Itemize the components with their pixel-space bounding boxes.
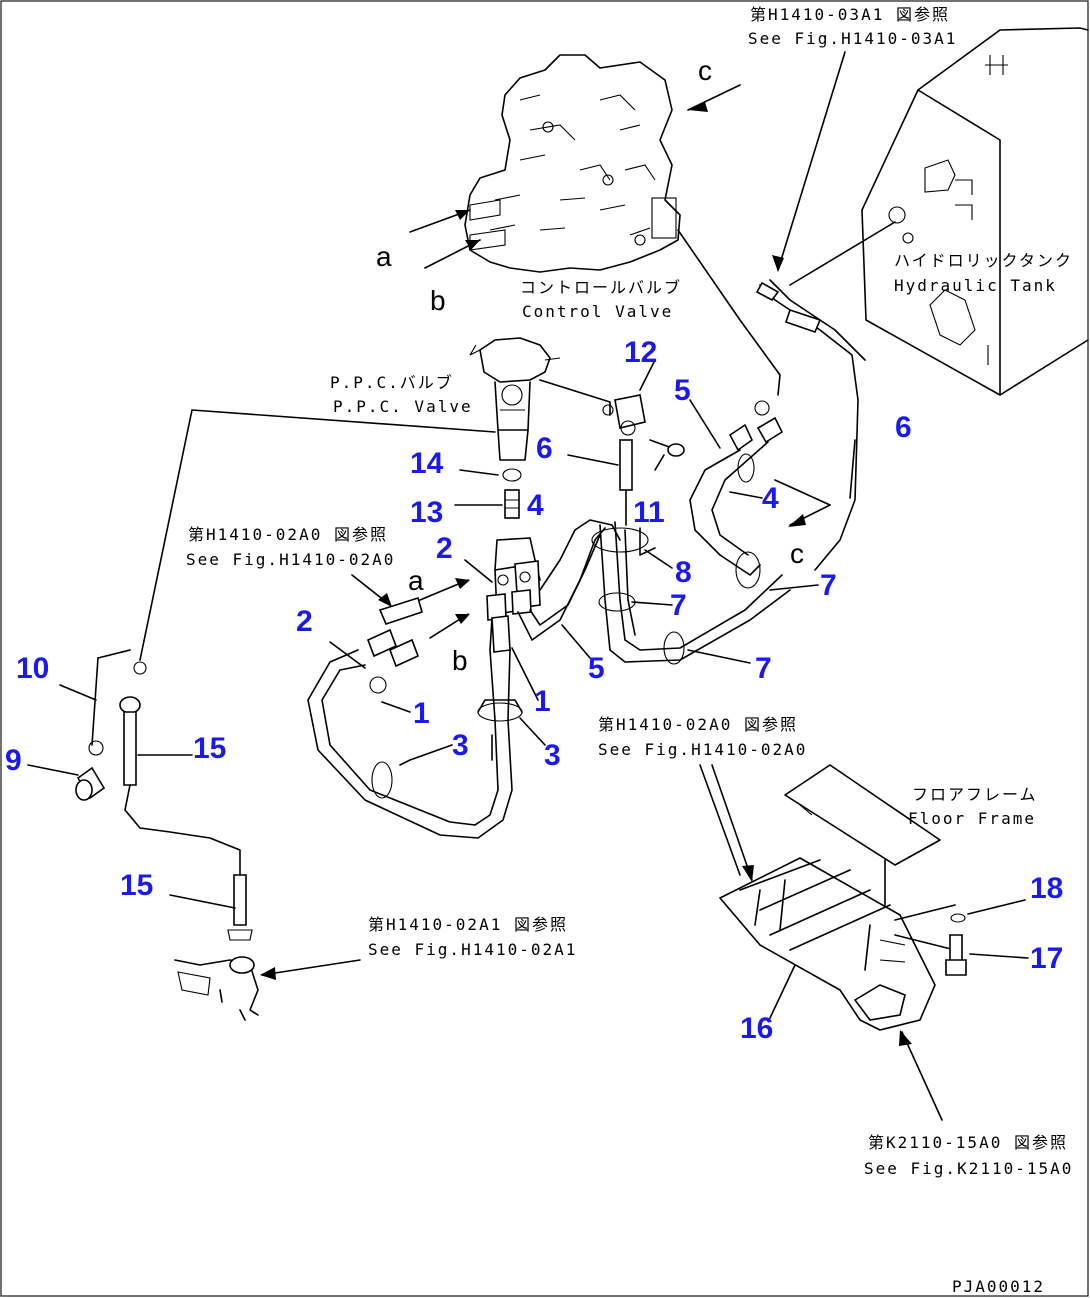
control-valve-body bbox=[464, 54, 681, 273]
hydraulic-tank bbox=[789, 27, 1089, 396]
hose-5-middle bbox=[517, 527, 606, 641]
callout-12: 12 bbox=[624, 336, 657, 369]
bolt-17 bbox=[945, 934, 967, 976]
hose-6-mid bbox=[619, 439, 633, 526]
port-arrows-ab bbox=[409, 84, 741, 269]
callout-8: 8 bbox=[675, 556, 692, 589]
callout-5-top: 5 bbox=[674, 374, 691, 407]
control-valve-label-jp: コントロールバルブ bbox=[520, 278, 682, 297]
callout-2-left: 2 bbox=[296, 605, 313, 638]
callout-14: 14 bbox=[410, 447, 444, 480]
floor-frame bbox=[784, 764, 941, 906]
clamp-3-right bbox=[477, 699, 523, 761]
fitting-13 bbox=[504, 489, 520, 519]
callout-6-right: 6 bbox=[895, 411, 912, 444]
callout-7-c: 7 bbox=[820, 569, 837, 602]
letter-b-top: b bbox=[430, 285, 446, 316]
callout-18: 18 bbox=[1030, 872, 1063, 905]
ref-bottom-right-leader bbox=[901, 1031, 943, 1121]
ref-bottom-left-en: See Fig.H1410-02A1 bbox=[368, 940, 577, 959]
callout-17: 17 bbox=[1030, 942, 1063, 975]
bracket-12 bbox=[539, 379, 646, 436]
tank-label-en: Hydraulic Tank bbox=[894, 276, 1057, 295]
callout-3-left: 3 bbox=[452, 729, 469, 762]
letter-a-top: a bbox=[376, 241, 392, 272]
ref-bottom-right-jp: 第K2110-15A0 図参照 bbox=[868, 1133, 1068, 1152]
callout-1-right: 1 bbox=[534, 685, 551, 718]
fitting-bottom-left bbox=[174, 956, 259, 1021]
callout-13: 13 bbox=[410, 496, 443, 529]
hose-4 bbox=[539, 519, 621, 591]
control-valve-label-en: Control Valve bbox=[522, 302, 673, 321]
letter-c-lower: c bbox=[790, 538, 804, 569]
bolt-11 bbox=[649, 439, 685, 457]
o-ring-14 bbox=[502, 468, 522, 482]
callout-4-right: 4 bbox=[762, 482, 779, 515]
callout-4-mid: 4 bbox=[527, 489, 544, 522]
bracket-10 bbox=[88, 649, 147, 756]
ppc-label-jp: P.P.C.バルブ bbox=[330, 373, 454, 392]
hose-15 bbox=[119, 696, 253, 941]
callout-10: 10 bbox=[16, 652, 49, 685]
callout-7-b: 7 bbox=[755, 652, 772, 685]
ppc-valve bbox=[469, 337, 561, 461]
cylinder-16 bbox=[719, 857, 956, 1031]
ref-mid-en: See Fig.H1410-02A0 bbox=[598, 740, 807, 759]
ref-bottom-left-jp: 第H1410-02A1 図参照 bbox=[368, 915, 568, 934]
fitting-block-2 bbox=[486, 537, 541, 621]
callout-3-right: 3 bbox=[544, 739, 561, 772]
ppc-label-en: P.P.C. Valve bbox=[333, 397, 473, 416]
callout-5-bottom: 5 bbox=[588, 652, 605, 685]
callout-7-a: 7 bbox=[670, 589, 687, 622]
callout-16: 16 bbox=[740, 1012, 773, 1045]
ref-left-jp: 第H1410-02A0 図参照 bbox=[188, 525, 388, 544]
callout-1-left: 1 bbox=[413, 697, 430, 730]
floor-label-jp: フロアフレーム bbox=[912, 785, 1038, 804]
callout-9: 9 bbox=[5, 744, 22, 777]
callout-6-mid: 6 bbox=[536, 432, 553, 465]
ref-mid-leader-2 bbox=[699, 764, 741, 876]
callout-leaders bbox=[27, 359, 1029, 1019]
hose-1-left bbox=[307, 615, 513, 839]
floor-label-en: Floor Frame bbox=[908, 809, 1036, 828]
washer-18 bbox=[950, 913, 966, 923]
bolt-9 bbox=[75, 766, 106, 801]
ref-top-leader bbox=[777, 51, 846, 271]
drawing-code: PJA00012 bbox=[952, 1277, 1045, 1296]
clamp-8-pipes bbox=[591, 521, 791, 665]
ref-top-en: See Fig.H1410-03A1 bbox=[748, 29, 957, 48]
fitting-2-left bbox=[366, 596, 423, 694]
ref-top-jp: 第H1410-03A1 図参照 bbox=[750, 5, 950, 24]
leader-valve-6 bbox=[677, 229, 781, 396]
ref-bottom-left-leader bbox=[261, 959, 361, 976]
wire-to-10 bbox=[139, 409, 496, 661]
callout-11: 11 bbox=[633, 496, 665, 529]
letter-b-lower: b bbox=[452, 645, 468, 676]
callout-15-lower: 15 bbox=[120, 869, 153, 902]
callout-2-top: 2 bbox=[436, 532, 453, 565]
letter-a-lower: a bbox=[408, 565, 424, 596]
hose-6-right bbox=[755, 279, 866, 571]
hose-group-right bbox=[689, 400, 784, 589]
letter-c-top: c bbox=[698, 55, 712, 86]
ref-bottom-right-en: See Fig.K2110-15A0 bbox=[864, 1159, 1073, 1178]
ref-left-en: See Fig.H1410-02A0 bbox=[186, 550, 395, 569]
ref-mid-leader-1 bbox=[711, 764, 753, 881]
callout-15-upper: 15 bbox=[193, 732, 226, 765]
tank-label-jp: ハイドロリックタンク bbox=[894, 251, 1073, 270]
ref-mid-jp: 第H1410-02A0 図参照 bbox=[598, 715, 798, 734]
clamp-3-left bbox=[371, 761, 393, 799]
